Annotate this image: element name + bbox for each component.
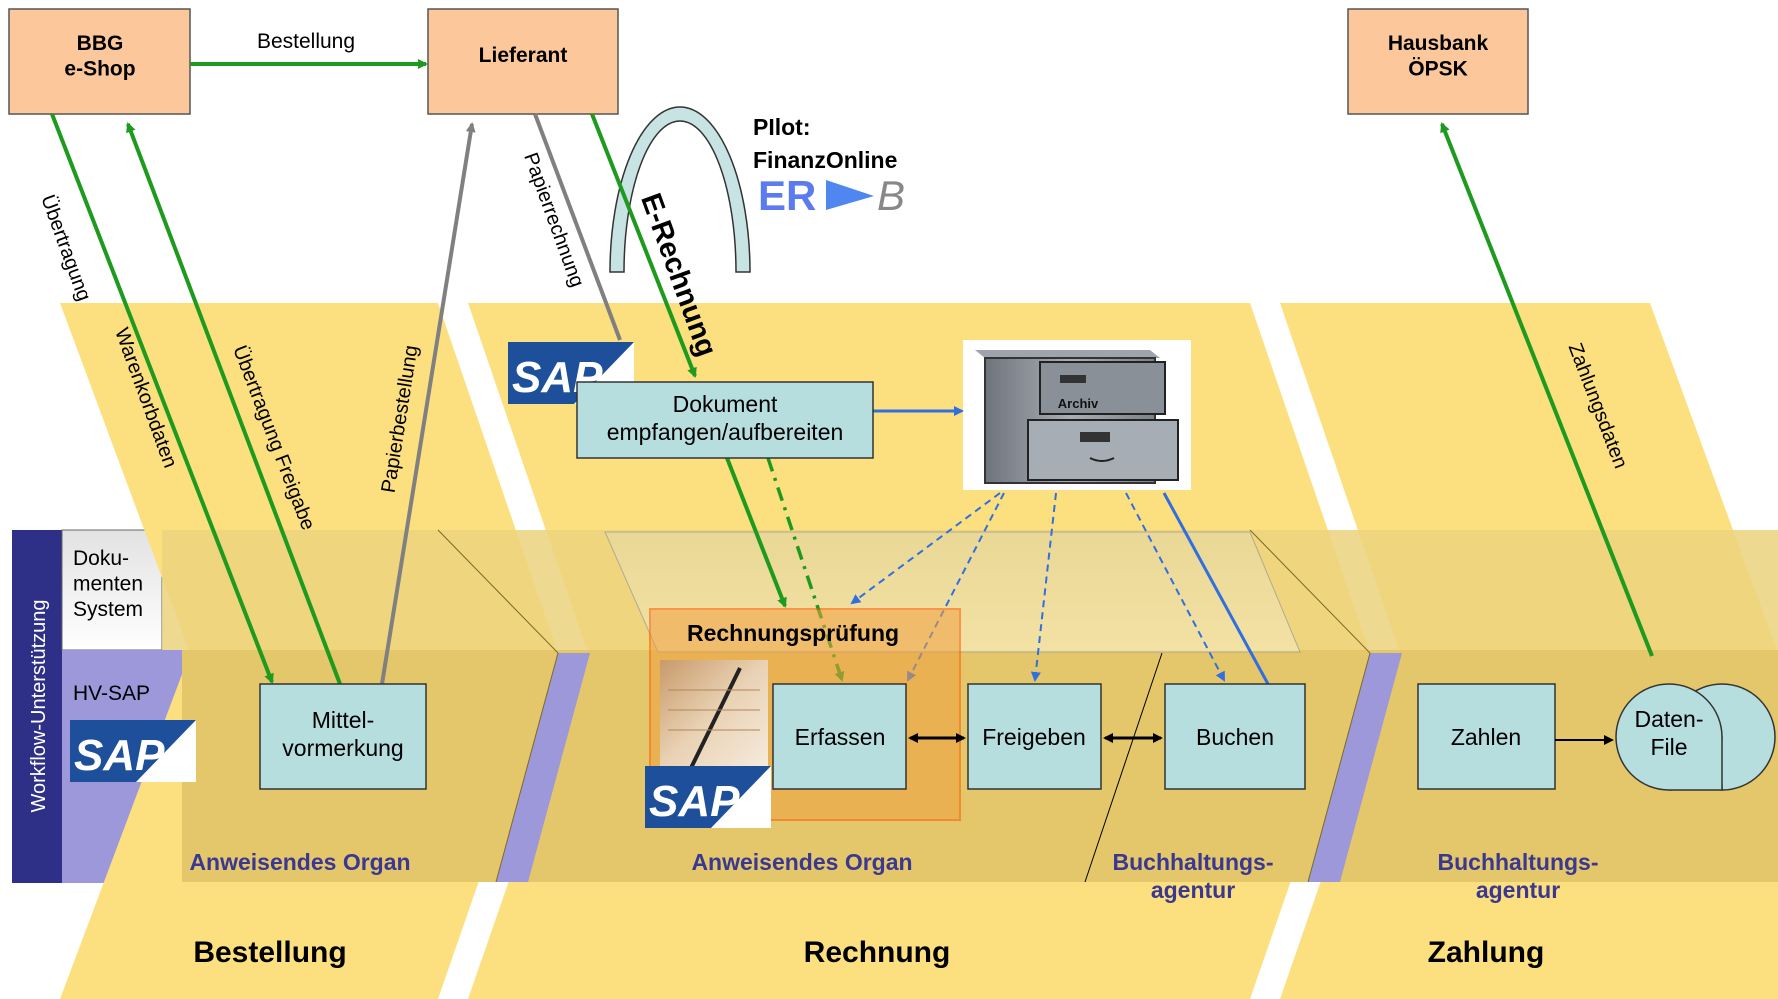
- datenfile-corner: [1669, 737, 1722, 790]
- process-mittelvormerkung-label: Mittel-vormerkung: [282, 707, 403, 761]
- process-zahlen: [1417, 683, 1556, 790]
- chevron-edge-2: [1308, 653, 1402, 882]
- datenfile-corner-edge: [1669, 737, 1723, 791]
- archive-cabinet: Archiv: [963, 340, 1191, 490]
- svg-text:ER: ER: [758, 172, 816, 219]
- arrow-archive-freigeben: [1030, 492, 1057, 682]
- process-freigeben: [967, 683, 1102, 790]
- actor-lieferant: [427, 8, 619, 115]
- label-uebertragung: Übertragung: [36, 192, 95, 304]
- sap-logo-hvsap: SAP: [70, 720, 196, 782]
- chevron-line-2: [1249, 529, 1371, 883]
- svg-text:SAP: SAP: [74, 731, 165, 780]
- svg-text:SAP: SAP: [649, 777, 740, 826]
- process-freigeben-label: Freigeben: [982, 724, 1086, 750]
- svg-text:B: B: [877, 172, 905, 219]
- arrow-warenkorbdaten: [50, 113, 274, 684]
- actor-hausbank: [1347, 8, 1529, 115]
- datenfile-label: Daten-File: [1634, 706, 1703, 760]
- arrow-archive-pruefung: [850, 492, 1001, 605]
- arrow-papierrechnung: [533, 113, 622, 341]
- chevron-line-1: [437, 529, 559, 883]
- arrow-papierbestellung: [380, 122, 476, 685]
- label-papierrechnung: Papierrechnung: [519, 150, 588, 290]
- hvsap-label: HV-SAP: [73, 682, 150, 705]
- process-erfassen: [772, 683, 907, 790]
- erb-logo: ER B: [758, 172, 905, 219]
- org-anweisendes-organ-1: Anweisendes Organ: [189, 849, 410, 875]
- process-zahlen-label: Zahlen: [1451, 724, 1521, 750]
- workflow-label: Workflow-Unterstützung: [28, 599, 50, 812]
- process-buchen-label: Buchen: [1196, 724, 1274, 750]
- process-buchen: [1164, 683, 1306, 790]
- arrow-dokument-pruefung: [725, 457, 787, 608]
- e-rechnung-arch: [609, 106, 751, 273]
- actor-lieferant-label: Lieferant: [479, 44, 568, 67]
- invoice-photo: [660, 660, 768, 771]
- actor-bbg-eshop: [8, 8, 191, 115]
- sap-logo-pruefung: SAP: [645, 766, 771, 828]
- phase-zahlung-title: Zahlung: [1428, 936, 1545, 969]
- arrow-e-rechnung: [590, 113, 697, 378]
- rechnungspruefung-label: Rechnungsprüfung: [687, 620, 899, 646]
- process-erfassen-label: Erfassen: [795, 724, 886, 750]
- workflow-sidebar: [12, 530, 62, 883]
- pilot-line1: PIlot:: [753, 114, 811, 140]
- arrow-buchen-archive: [1162, 492, 1270, 685]
- agentur-divider: [1084, 652, 1163, 883]
- dms-cell: [61, 529, 163, 651]
- archive-label: Archiv: [1058, 396, 1099, 411]
- org-anweisendes-organ-2: Anweisendes Organ: [691, 849, 912, 875]
- arrow-uebertragung-freigabe: [126, 122, 342, 685]
- process-dokument: [576, 381, 874, 459]
- arrow-bestellung-label: Bestellung: [257, 30, 355, 53]
- erb-arrow-icon: [826, 180, 874, 210]
- pilot-line2: FinanzOnline: [753, 147, 897, 173]
- arrow-zahlungsdaten: [1440, 122, 1654, 657]
- org-buchhaltungsagentur-1: Buchhaltungs-agentur: [1113, 849, 1274, 903]
- phase-bestellung-title: Bestellung: [193, 936, 346, 969]
- chevron-edge-1: [496, 653, 590, 882]
- process-mittelvormerkung: [259, 683, 427, 790]
- org-buchhaltungsagentur-2: Buchhaltungs-agentur: [1438, 849, 1599, 903]
- phase-rechnung-title: Rechnung: [804, 936, 951, 969]
